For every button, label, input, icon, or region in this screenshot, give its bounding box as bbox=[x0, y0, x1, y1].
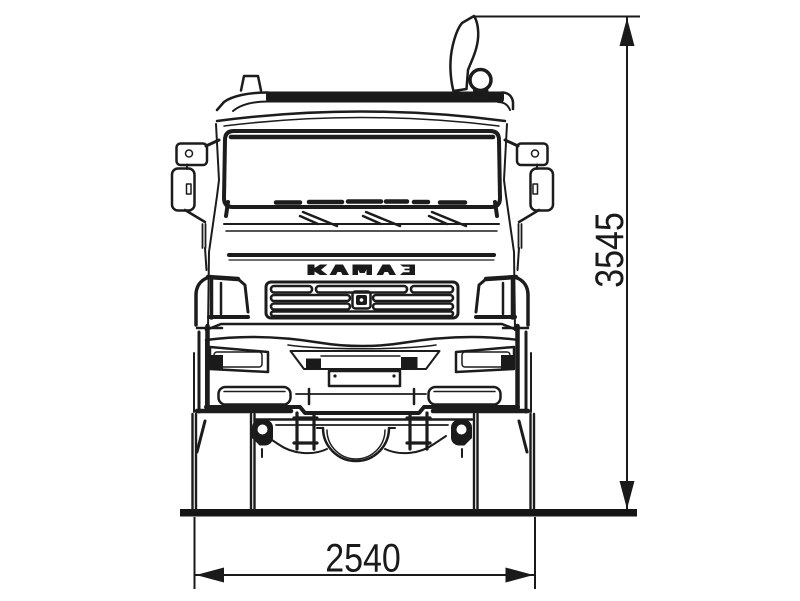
svg-text:3545: 3545 bbox=[586, 212, 631, 288]
svg-text:2540: 2540 bbox=[325, 535, 401, 580]
